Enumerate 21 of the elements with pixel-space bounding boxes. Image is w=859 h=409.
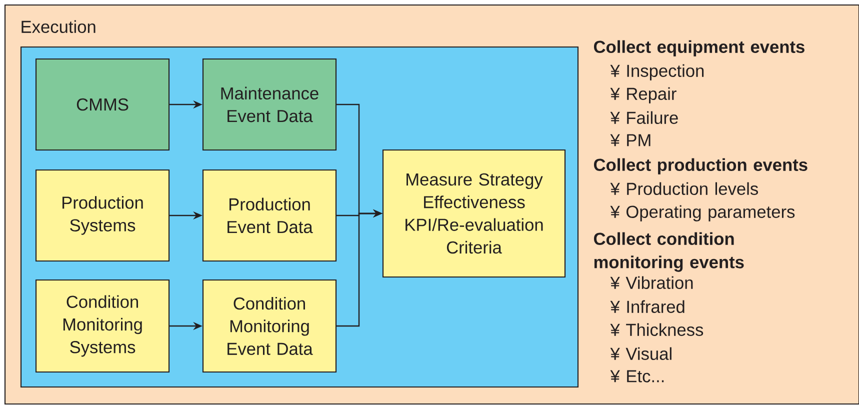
list-item: ¥ PM bbox=[610, 134, 650, 146]
heading: Collect condition monitoring events bbox=[594, 232, 744, 272]
result-box: Measure Strategy Effectiveness KPI/Re-evaluation Criteria bbox=[382, 149, 566, 278]
list-item: ¥ Visual bbox=[610, 347, 672, 360]
list-item: ¥ Inspection bbox=[610, 64, 704, 80]
process-box: Maintenance Event Data bbox=[202, 58, 337, 151]
process-box: Condition Monitoring Systems bbox=[35, 279, 170, 373]
list-item: ¥ Production levels bbox=[610, 182, 758, 195]
list-item: ¥ Thickness bbox=[610, 323, 704, 336]
list-item: ¥ Operating parameters bbox=[610, 205, 795, 222]
list-item: ¥ Infrared bbox=[610, 300, 684, 313]
list-item: ¥ Etc... bbox=[610, 370, 664, 382]
list-item: ¥ Vibration bbox=[610, 276, 693, 289]
process-box: Production Event Data bbox=[202, 169, 337, 262]
list-item: ¥ Failure bbox=[610, 111, 678, 124]
list-item: ¥ Repair bbox=[610, 87, 676, 104]
heading: Collect equipment events bbox=[594, 40, 804, 56]
process-box: CMMS bbox=[35, 58, 170, 151]
heading: Collect production events bbox=[594, 158, 808, 174]
process-box: Production Systems bbox=[35, 169, 170, 262]
process-box: Condition Monitoring Event Data bbox=[202, 279, 337, 373]
